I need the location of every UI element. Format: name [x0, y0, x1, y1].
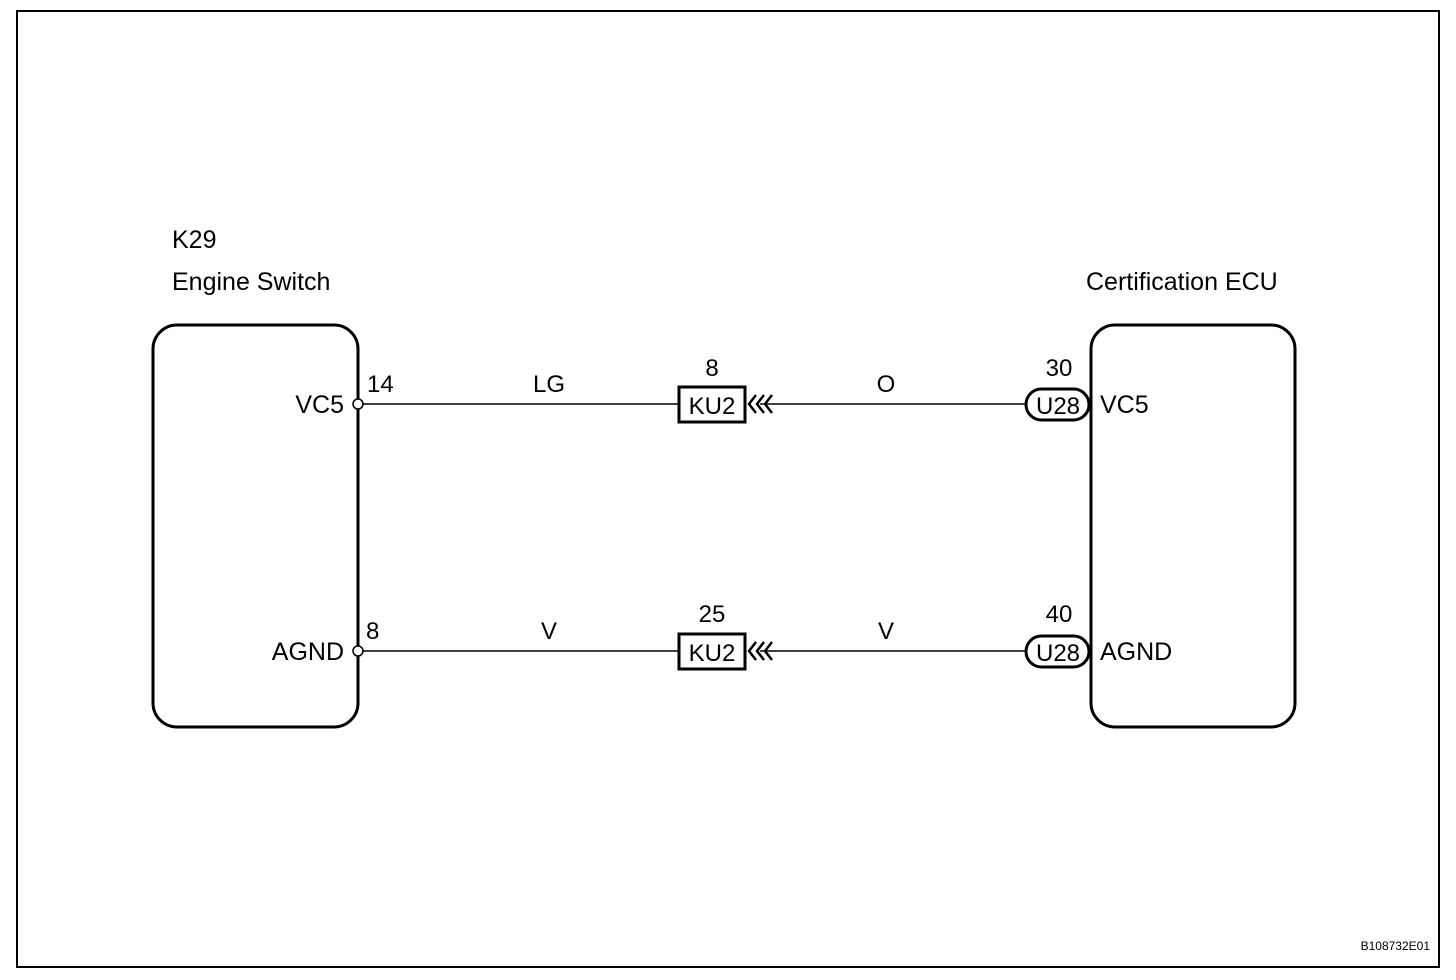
engine-switch-agnd-terminal: [352, 645, 364, 657]
figure-id: B108732E01: [1361, 939, 1431, 953]
engine-switch-agnd-signal: AGND: [272, 638, 344, 666]
engine-switch-connector-label: K29: [172, 226, 216, 254]
engine-switch-vc5-terminal: [352, 398, 364, 410]
junction-ku2-pin-8: 8: [705, 355, 718, 382]
junction-ku2-box-1: [677, 385, 747, 424]
ecu-u28-label-2: U28: [1036, 640, 1080, 667]
ecu-vc5-signal: VC5: [1100, 391, 1149, 419]
wire-vc5-left-color: LG: [533, 371, 565, 398]
certification-ecu-name: Certification ECU: [1086, 268, 1278, 296]
ecu-u28-connector-1: [1024, 387, 1091, 422]
ecu-u28-connector-2: [1024, 634, 1091, 669]
engine-switch-vc5-signal: VC5: [295, 391, 344, 419]
junction-ku2-pin-25: 25: [699, 601, 726, 628]
chevron-icon: [747, 641, 773, 661]
junction-ku2-label-2: KU2: [689, 640, 736, 667]
ecu-agnd-signal: AGND: [1100, 638, 1172, 666]
wire-agnd-right-color: V: [878, 618, 894, 645]
certification-ecu-box: [1089, 323, 1297, 729]
engine-switch-name: Engine Switch: [172, 268, 330, 296]
ecu-u28-pin-40: 40: [1046, 601, 1073, 628]
wire-agnd-left-color: V: [541, 618, 557, 645]
wire-vc5-right-color: O: [877, 371, 896, 398]
ecu-u28-pin-30: 30: [1046, 355, 1073, 382]
diagram-frame: [16, 10, 1440, 968]
engine-switch-agnd-pin: 8: [366, 618, 379, 645]
engine-switch-vc5-pin: 14: [367, 371, 394, 398]
junction-ku2-label-1: KU2: [689, 393, 736, 420]
chevron-icon: [747, 394, 773, 414]
ecu-u28-label-1: U28: [1036, 393, 1080, 420]
junction-ku2-box-2: [677, 632, 747, 671]
engine-switch-box: [151, 323, 360, 729]
